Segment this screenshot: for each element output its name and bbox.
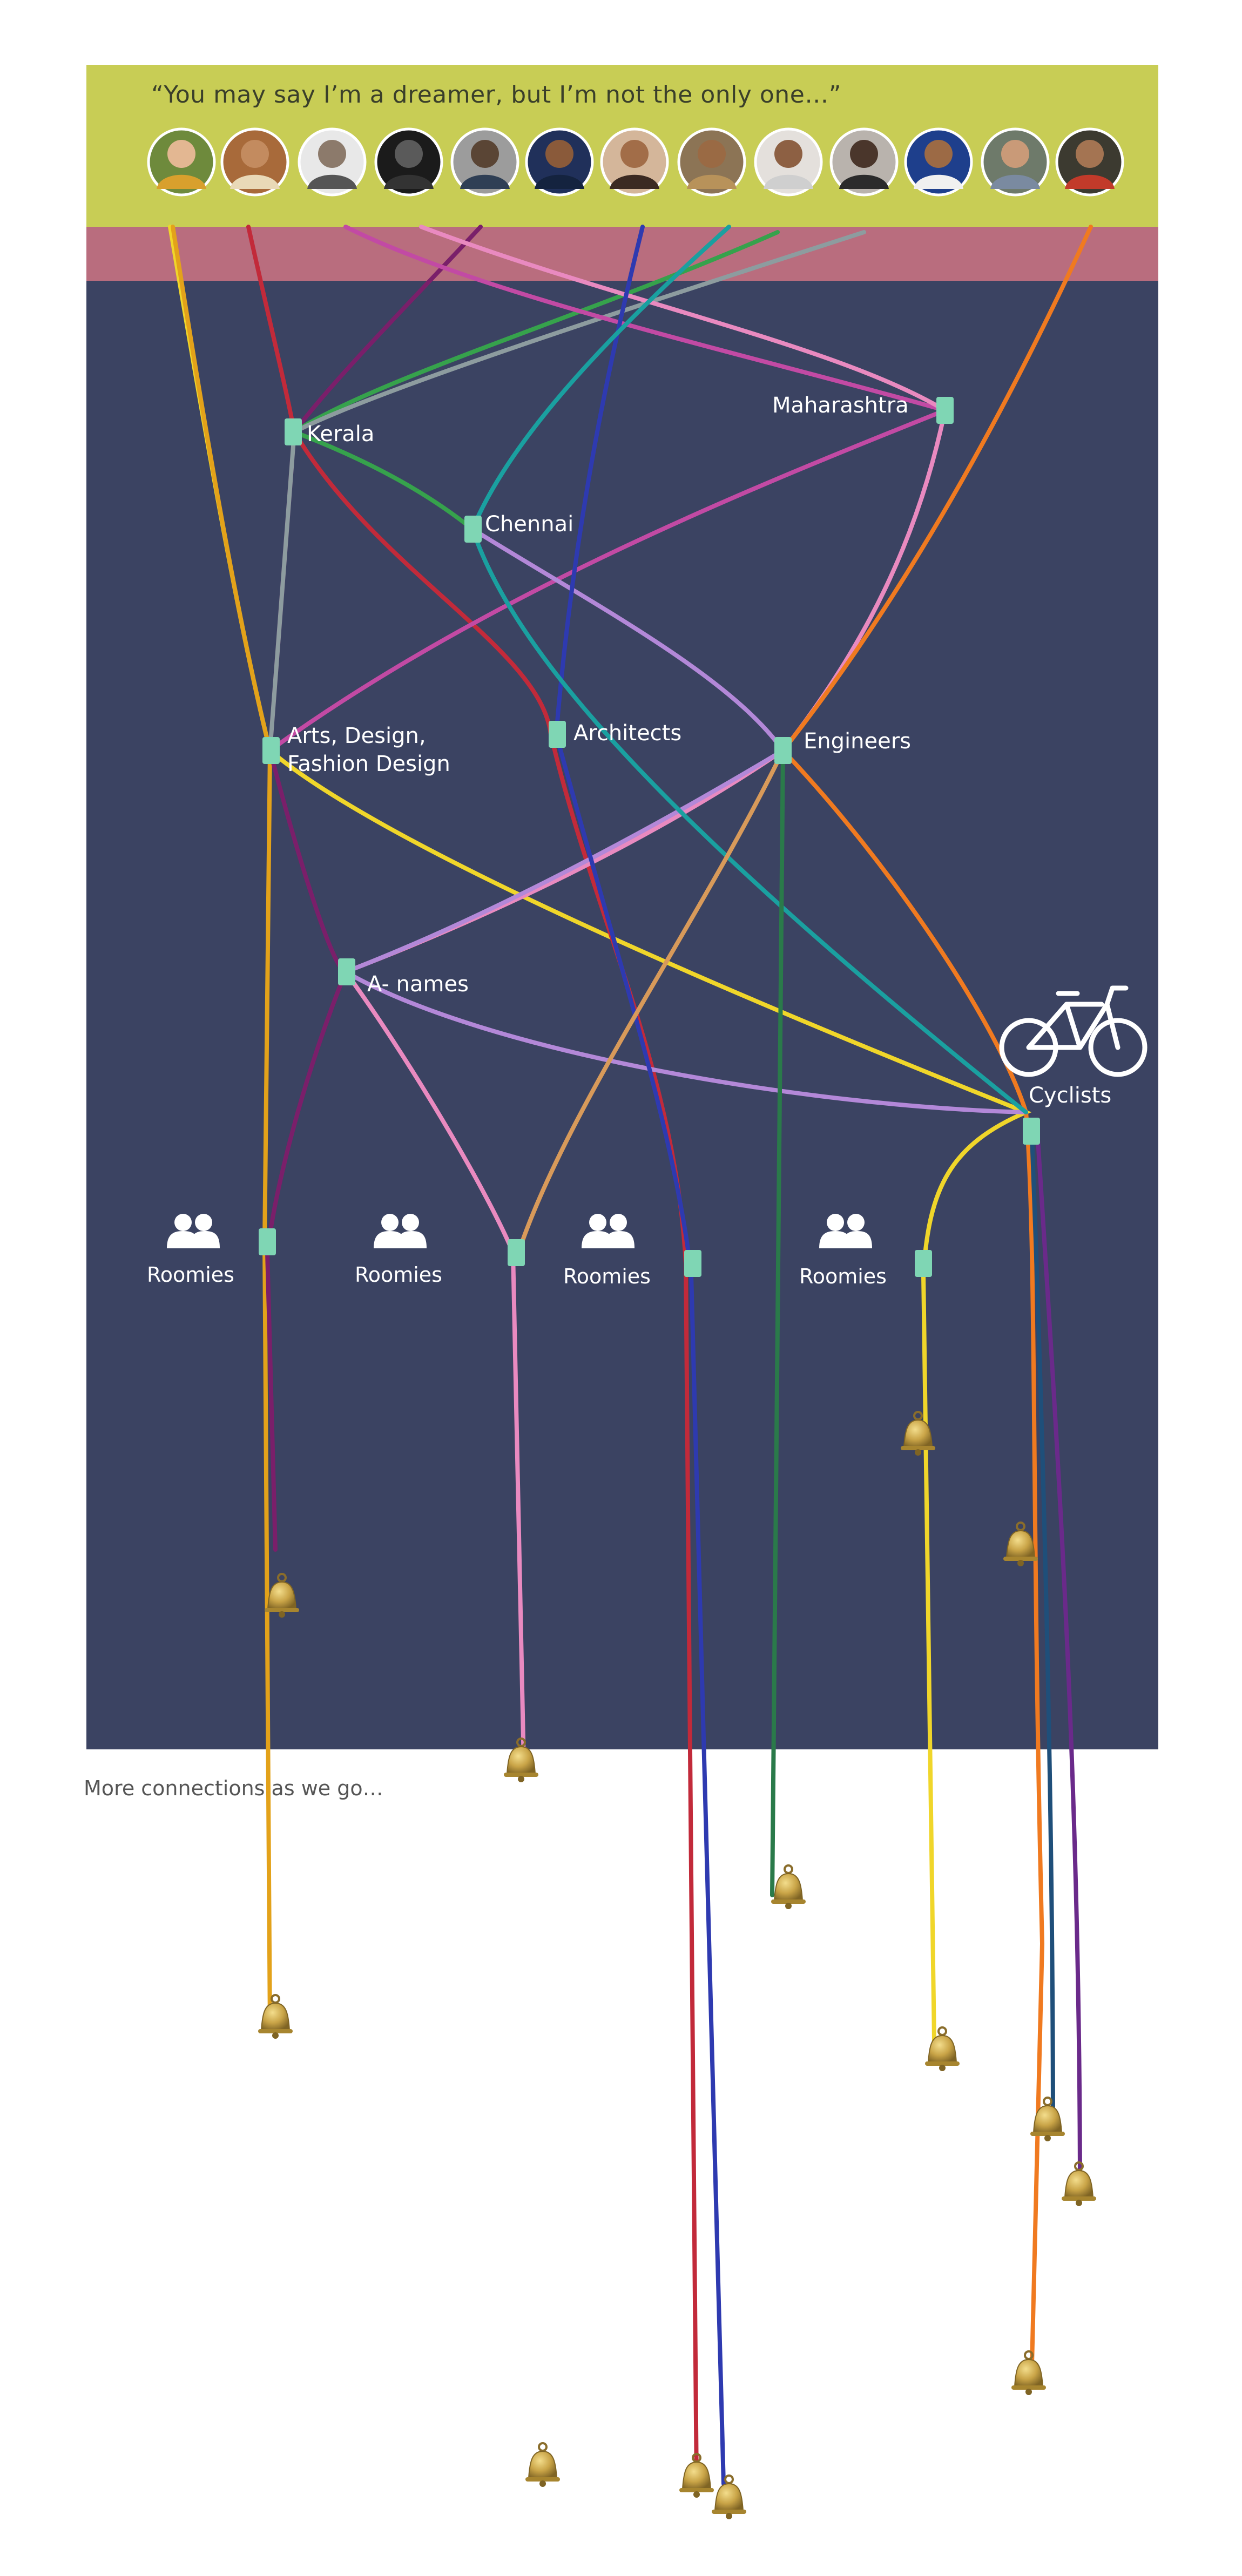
thread xyxy=(289,230,780,531)
label-roomies: Roomies xyxy=(563,1265,651,1288)
avatar xyxy=(374,127,443,197)
thread xyxy=(470,225,1028,1114)
label-roomies: Roomies xyxy=(355,1263,442,1287)
avatar xyxy=(525,127,594,197)
bell-icon xyxy=(257,1994,294,2040)
avatar xyxy=(220,127,289,197)
avatar xyxy=(677,127,746,197)
label-architects: Architects xyxy=(573,721,682,746)
label-kerala: Kerala xyxy=(307,422,375,447)
avatar xyxy=(450,127,519,197)
knot-nodes xyxy=(259,397,1040,1277)
bell-icon xyxy=(1010,2350,1047,2396)
label-cyclists: Cyclists xyxy=(1029,1083,1112,1108)
label-maharashtra: Maharashtra xyxy=(772,393,909,418)
label-roomies: Roomies xyxy=(147,1263,234,1287)
avatar xyxy=(298,127,367,197)
footer-note: More connections as we go… xyxy=(84,1776,383,1800)
node-roomies-3 xyxy=(684,1250,701,1277)
avatar xyxy=(1055,127,1124,197)
node-architects xyxy=(549,721,566,748)
node-roomies-1 xyxy=(259,1228,276,1255)
thread xyxy=(516,748,785,1255)
label-arts-design: Arts, Design, Fashion Design xyxy=(287,724,450,776)
avatar xyxy=(829,127,899,197)
thread xyxy=(770,748,785,1897)
bell-icon xyxy=(1061,2161,1097,2207)
bell-icon xyxy=(678,2453,715,2499)
thread xyxy=(1029,1121,1055,2135)
avatar xyxy=(600,127,669,197)
avatar-row xyxy=(147,127,1124,197)
bicycle-icon xyxy=(999,985,1148,1077)
thread xyxy=(780,225,1093,2389)
node-roomies-4 xyxy=(915,1250,932,1277)
bell-icon xyxy=(924,2026,961,2072)
node-arts xyxy=(262,737,280,764)
label-roomies: Roomies xyxy=(799,1265,887,1288)
avatar xyxy=(754,127,823,197)
thread xyxy=(246,225,699,2486)
label-a-names: A- names xyxy=(367,972,469,997)
bell-icon xyxy=(770,1864,807,1910)
avatar xyxy=(147,127,216,197)
node-chennai xyxy=(464,516,482,543)
threads xyxy=(168,225,1093,2486)
node-kerala xyxy=(285,418,302,445)
node-cyclists xyxy=(1023,1118,1040,1145)
maroon-band xyxy=(86,221,1158,281)
thread xyxy=(265,225,483,1552)
avatar xyxy=(904,127,973,197)
thread xyxy=(1035,1121,1082,2200)
avatar xyxy=(981,127,1050,197)
node-roomies-2 xyxy=(508,1239,525,1266)
thread xyxy=(268,230,866,753)
quote-text: “You may say I’m a dreamer, but I’m not … xyxy=(151,81,842,109)
node-engineers xyxy=(774,737,792,764)
node-a-names xyxy=(338,958,355,985)
board-background xyxy=(86,270,1158,1749)
bell-icon xyxy=(1029,2097,1066,2142)
label-engineers: Engineers xyxy=(804,729,911,754)
thread xyxy=(171,225,273,2032)
thread xyxy=(340,527,1028,1114)
bell-icon xyxy=(711,2474,747,2520)
label-chennai: Chennai xyxy=(485,512,574,537)
bell-icon xyxy=(524,2442,561,2488)
node-maharashtra xyxy=(936,397,954,424)
